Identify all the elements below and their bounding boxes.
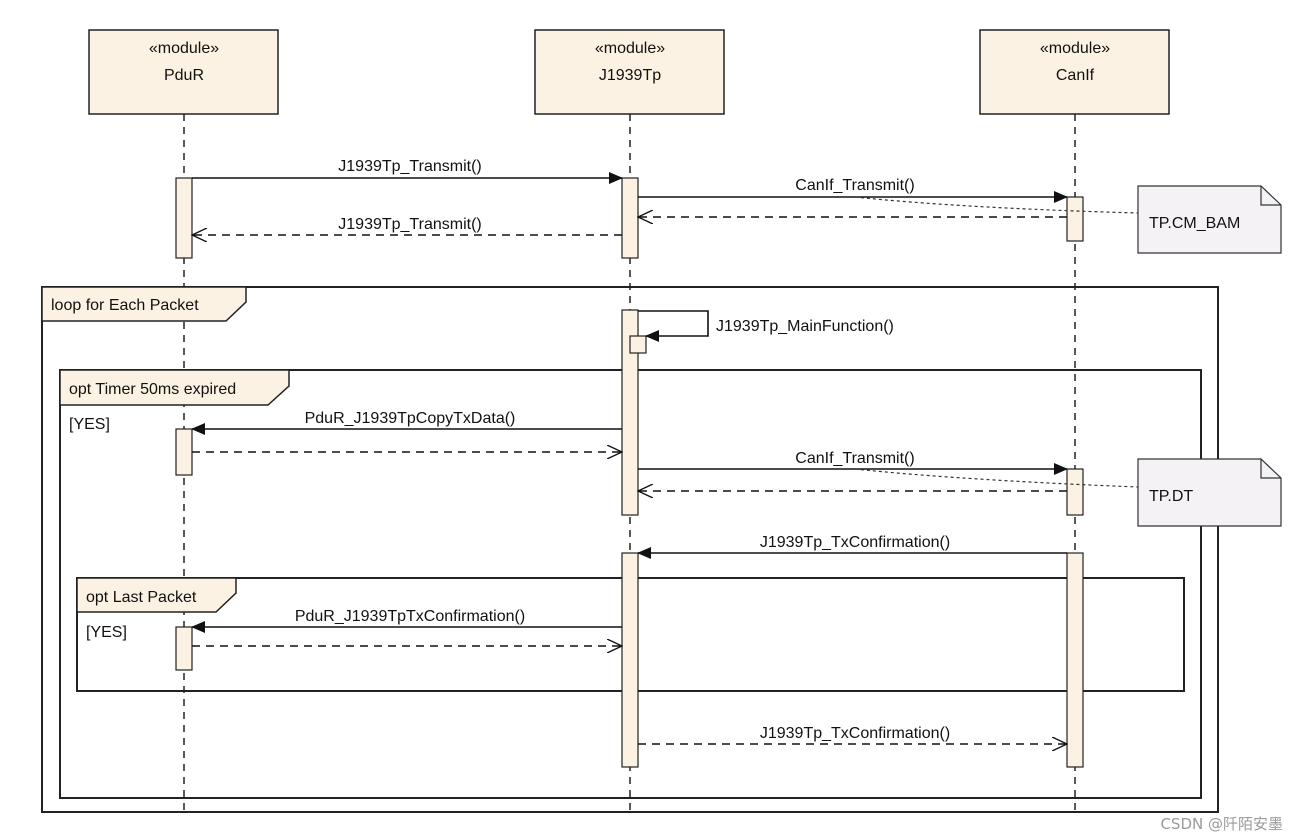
message-txconfirmation-return: J1939Tp_TxConfirmation() <box>638 725 1067 744</box>
participant-canif-stereotype: «module» <box>1040 40 1110 57</box>
activation-pdur-1 <box>175 177 193 259</box>
activation-j1939tp-self <box>629 335 647 354</box>
message-mainfunction-self-call-label: J1939Tp_MainFunction() <box>716 318 894 335</box>
message-j1939tp-transmit-return-label: J1939Tp_Transmit() <box>338 216 481 233</box>
message-canif-transmit-call-2: CanIf_Transmit() <box>638 450 1068 475</box>
message-canif-transmit-call-1-label: CanIf_Transmit() <box>795 177 914 194</box>
participant-pdur: «module» PduR <box>88 29 279 115</box>
message-canif-transmit-call-1: CanIf_Transmit() <box>638 177 1068 203</box>
activation-j1939tp-1 <box>621 177 639 259</box>
message-copytxdata-call-label: PduR_J1939TpCopyTxData() <box>305 410 516 427</box>
participant-pdur-stereotype: «module» <box>149 40 219 57</box>
message-txconfirmation-return-label: J1939Tp_TxConfirmation() <box>760 725 950 742</box>
opt-fragment-timer-label: opt Timer 50ms expired <box>69 381 236 398</box>
participant-j1939tp-name: J1939Tp <box>599 67 661 84</box>
opt-fragment-last-packet-label: opt Last Packet <box>86 589 197 606</box>
message-canif-transmit-call-2-label: CanIf_Transmit() <box>795 450 914 467</box>
participant-canif-name: CanIf <box>1056 67 1095 84</box>
message-j1939tp-transmit-call-label: J1939Tp_Transmit() <box>338 158 481 175</box>
message-j1939tp-transmit-call: J1939Tp_Transmit() <box>192 158 623 184</box>
participant-pdur-name: PduR <box>164 67 204 84</box>
message-txconfirmation-call: J1939Tp_TxConfirmation() <box>637 534 1067 559</box>
opt-fragment-timer-guard: [YES] <box>69 416 110 433</box>
loop-fragment: loop for Each Packet <box>41 286 1219 813</box>
participant-j1939tp: «module» J1939Tp <box>534 29 725 115</box>
message-pdur-txconfirmation-call: PduR_J1939TpTxConfirmation() <box>191 608 622 633</box>
note-tp-dt: TP.DT <box>854 458 1282 527</box>
note-tp-cm-bam-label: TP.CM_BAM <box>1149 215 1240 232</box>
opt-fragment-last-packet-guard: [YES] <box>86 624 127 641</box>
participant-canif: «module» CanIf <box>979 29 1170 115</box>
message-txconfirmation-call-label: J1939Tp_TxConfirmation() <box>760 534 950 551</box>
activation-j1939tp-2 <box>621 309 639 516</box>
note-tp-cm-bam: TP.CM_BAM <box>854 185 1282 254</box>
activation-pdur-3 <box>175 626 193 671</box>
activation-canif-1 <box>1066 196 1084 242</box>
activation-canif-3 <box>1066 552 1084 768</box>
message-j1939tp-transmit-return: J1939Tp_Transmit() <box>192 216 622 235</box>
message-mainfunction-self-call: J1939Tp_MainFunction() <box>638 310 894 342</box>
watermark: CSDN @阡陌安墨 <box>1160 815 1283 833</box>
opt-fragment-timer: opt Timer 50ms expired [YES] <box>59 369 1202 799</box>
loop-fragment-label: loop for Each Packet <box>51 297 199 314</box>
participant-j1939tp-stereotype: «module» <box>595 40 665 57</box>
activation-canif-2 <box>1066 468 1084 516</box>
activation-j1939tp-3 <box>621 552 639 768</box>
message-pdur-txconfirmation-call-label: PduR_J1939TpTxConfirmation() <box>295 608 525 625</box>
activation-pdur-2 <box>175 428 193 476</box>
message-copytxdata-call: PduR_J1939TpCopyTxData() <box>191 410 622 435</box>
note-tp-dt-label: TP.DT <box>1149 488 1193 505</box>
